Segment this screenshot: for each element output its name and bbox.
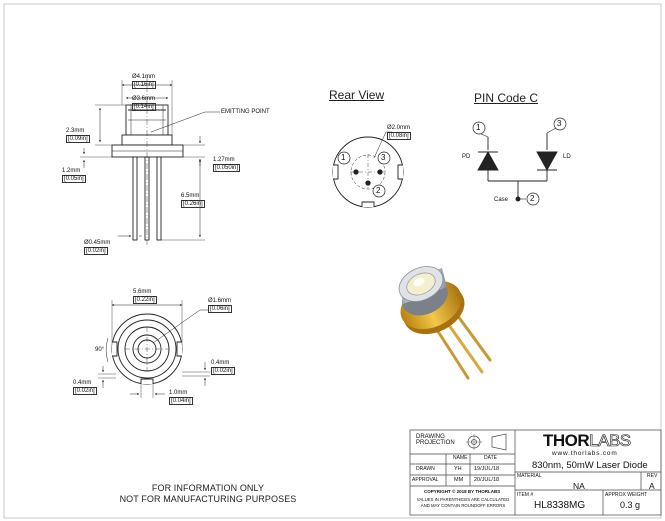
laser-diode-3d-render <box>398 266 492 380</box>
dim-cap-height: 2.3mm[0.09in] <box>66 128 90 143</box>
sheet-border <box>3 3 662 519</box>
dim-angle: 90° <box>95 347 105 353</box>
dim-bottom-window-diameter: Ø1.6mm[0.06in] <box>208 298 232 313</box>
dim-outer-diameter: Ø4.1mm[0.16in] <box>132 74 156 89</box>
col-name-header: NAME <box>453 455 468 461</box>
dim-window-diameter: Ø3.6mm[0.14in] <box>132 96 156 111</box>
info-note-line-2: NOT FOR MANUFACTURING PURPOSES <box>119 494 297 504</box>
approval-date: 20/JUL/18 <box>474 477 500 483</box>
drawn-date: 19/JUL/18 <box>474 466 500 472</box>
pin-code-pin-2: 2 <box>530 194 535 203</box>
side-view <box>80 75 220 245</box>
rear-view-drawing <box>332 131 404 208</box>
website: www.thorlabs.com <box>552 450 618 457</box>
title-block-grid <box>409 429 662 516</box>
dim-pin-circle: Ø2.0mm[0.08in] <box>387 125 411 140</box>
info-note-line-1: FOR INFORMATION ONLY <box>151 483 265 493</box>
material-value: NA <box>573 481 585 491</box>
dim-flange-thickness: 1.27mm[0.050in] <box>213 157 241 172</box>
drawn-name: YH <box>454 466 462 472</box>
col-date-header: DATE <box>484 455 497 461</box>
rear-pin-3: 3 <box>381 153 386 162</box>
pd-label: PD <box>462 154 471 160</box>
approval-label: APPROVAL <box>412 477 439 483</box>
dim-notch-left: 0.4mm[0.02in] <box>73 380 97 395</box>
material-label: MATERIAL <box>517 473 542 479</box>
ld-label: LD <box>563 154 571 160</box>
dim-lead-diameter: Ø0.45mm[0.02in] <box>84 240 111 255</box>
rev-value: A <box>649 481 655 491</box>
emitting-point-label: EMITTING POINT <box>221 109 270 115</box>
rear-view-title: Rear View <box>329 88 385 102</box>
part-description: 830nm, 50mW Laser Diode <box>532 460 648 471</box>
pin-code-schematic <box>472 117 567 206</box>
rear-pin-1: 1 <box>341 153 346 162</box>
approval-name: MM <box>454 477 464 483</box>
dim-notch-width: 1.0mm[0.04in] <box>169 390 193 405</box>
weight-label: APPROX WEIGHT <box>605 492 648 498</box>
copyright: COPYRIGHT © 2018 BY THORLABS <box>424 489 501 494</box>
rear-pin-2: 2 <box>376 186 381 195</box>
pin-code-pin-1: 1 <box>476 123 481 132</box>
rear-view-pin-circles <box>337 151 391 198</box>
pin-code-title: PIN Code C <box>474 91 539 105</box>
pin-code-pin-3: 3 <box>557 119 562 128</box>
thorlabs-logo: THORLABS <box>543 431 631 451</box>
item-label: ITEM # <box>517 492 534 498</box>
item-number: HL8338MG <box>534 500 586 511</box>
bottom-view <box>98 300 210 398</box>
drawn-label: DRAWN <box>416 466 435 472</box>
dim-flange-diameter: 5.6mm[0.22in] <box>133 289 157 304</box>
dim-flange-offset: 1.2mm[0.05in] <box>62 168 86 183</box>
rev-label: REV <box>647 473 658 479</box>
case-label: Case <box>494 197 509 203</box>
dim-lead-length: 6.5mm[0.26in] <box>181 193 205 208</box>
dim-notch-depth: 0.4mm[0.02in] <box>211 360 235 375</box>
weight-value: 0.3 g <box>620 500 641 510</box>
